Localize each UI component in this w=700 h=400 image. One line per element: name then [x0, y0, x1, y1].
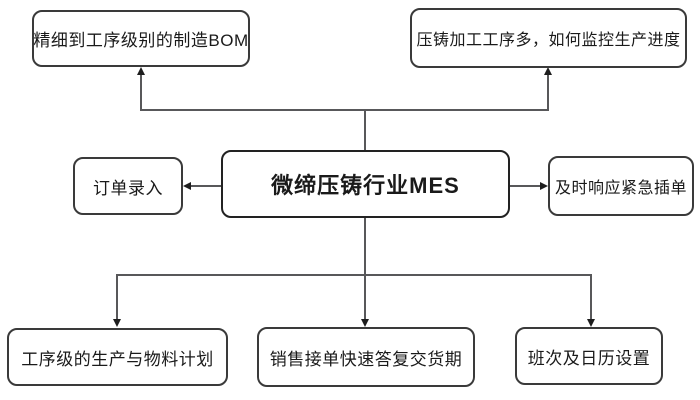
arrowhead-down-icon [361, 319, 369, 327]
node-center-mes: 微缔压铸行业MES [221, 150, 510, 218]
arrowhead-up-icon [137, 67, 145, 75]
connector-top-horizontal [140, 109, 549, 111]
connector-bottom-horizontal [116, 274, 592, 276]
connector-bottom-left-vertical [116, 274, 118, 320]
node-delivery-date-reply: 销售接单快速答复交货期 [257, 327, 475, 387]
arrowhead-right-icon [540, 182, 548, 190]
arrowhead-down-icon [113, 319, 121, 327]
connector-bottom-right-vertical [590, 274, 592, 320]
node-shift-calendar-settings: 班次及日历设置 [515, 327, 663, 385]
node-label: 工序级的生产与物料计划 [21, 349, 214, 369]
arrowhead-left-icon [183, 182, 191, 190]
node-label: 精细到工序级别的制造BOM [33, 31, 249, 50]
node-manufacturing-bom: 精细到工序级别的制造BOM [32, 10, 250, 67]
node-label: 压铸加工工序多，如何监控生产进度 [416, 32, 681, 49]
connector-center-to-bottom-vertical [364, 218, 366, 320]
node-urgent-order-response: 及时响应紧急插单 [548, 156, 694, 216]
connector-top-left-vertical [140, 74, 142, 111]
node-label: 订单录入 [93, 178, 163, 198]
node-label: 班次及日历设置 [527, 348, 651, 368]
node-production-material-planning: 工序级的生产与物料计划 [7, 328, 228, 386]
arrowhead-up-icon [544, 67, 552, 75]
node-order-entry: 订单录入 [73, 157, 183, 215]
node-label: 销售接单快速答复交货期 [269, 349, 463, 369]
node-production-progress-monitoring: 压铸加工工序多，如何监控生产进度 [410, 8, 687, 68]
connector-center-to-right [510, 185, 542, 187]
arrowhead-down-icon [587, 319, 595, 327]
connector-center-to-top-vertical [364, 109, 366, 150]
connector-center-to-left [189, 185, 221, 187]
node-label: 及时响应紧急插单 [554, 180, 687, 197]
node-label: 微缔压铸行业MES [271, 173, 460, 198]
connector-top-right-vertical [547, 74, 549, 111]
